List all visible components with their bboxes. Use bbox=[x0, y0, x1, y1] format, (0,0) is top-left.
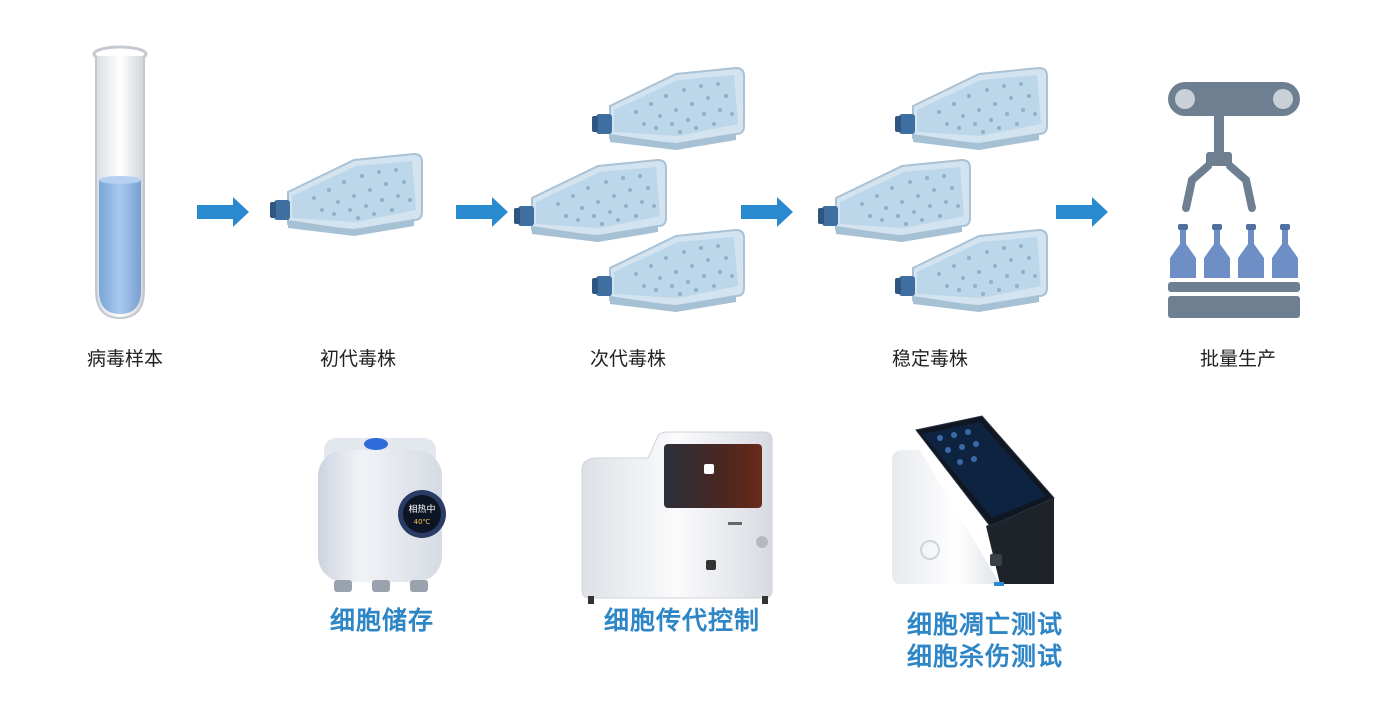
arrow-right-icon bbox=[456, 197, 508, 227]
culture-flask-icon bbox=[269, 153, 423, 237]
culture-flask-icon bbox=[591, 67, 745, 151]
device-label-apoptosis-test: 细胞凋亡测试 bbox=[906, 610, 1063, 639]
arrow-right-icon bbox=[197, 197, 249, 227]
cell-test-device-icon bbox=[892, 415, 1055, 586]
culture-flask-icon bbox=[591, 229, 745, 313]
stage-label-primary-strain: 初代毒株 bbox=[319, 348, 396, 370]
cell-passage-device-icon bbox=[581, 431, 773, 604]
device-label-cell-passage-control: 细胞传代控制 bbox=[603, 606, 760, 635]
stage-label-secondary-strain: 次代毒株 bbox=[589, 348, 666, 370]
test-tube-icon bbox=[92, 45, 148, 320]
device-label-cytotoxicity-test: 细胞杀伤测试 bbox=[906, 642, 1063, 671]
cell-storage-device-icon: 相热中 40℃ bbox=[318, 438, 446, 592]
stage-label-mass-production: 批量生产 bbox=[1199, 348, 1276, 370]
device-screen-status: 相热中 bbox=[408, 503, 435, 515]
production-line-icon bbox=[1168, 82, 1300, 318]
device-label-cell-storage: 细胞储存 bbox=[329, 606, 434, 635]
stage-label-stable-strain: 稳定毒株 bbox=[891, 348, 968, 370]
arrow-right-icon bbox=[741, 197, 793, 227]
device-screen-temperature: 40℃ bbox=[414, 518, 431, 526]
arrow-right-icon bbox=[1056, 197, 1108, 227]
culture-flask-icon bbox=[894, 67, 1048, 151]
stage-label-virus-sample: 病毒样本 bbox=[86, 348, 163, 370]
culture-flask-icon bbox=[894, 229, 1048, 313]
